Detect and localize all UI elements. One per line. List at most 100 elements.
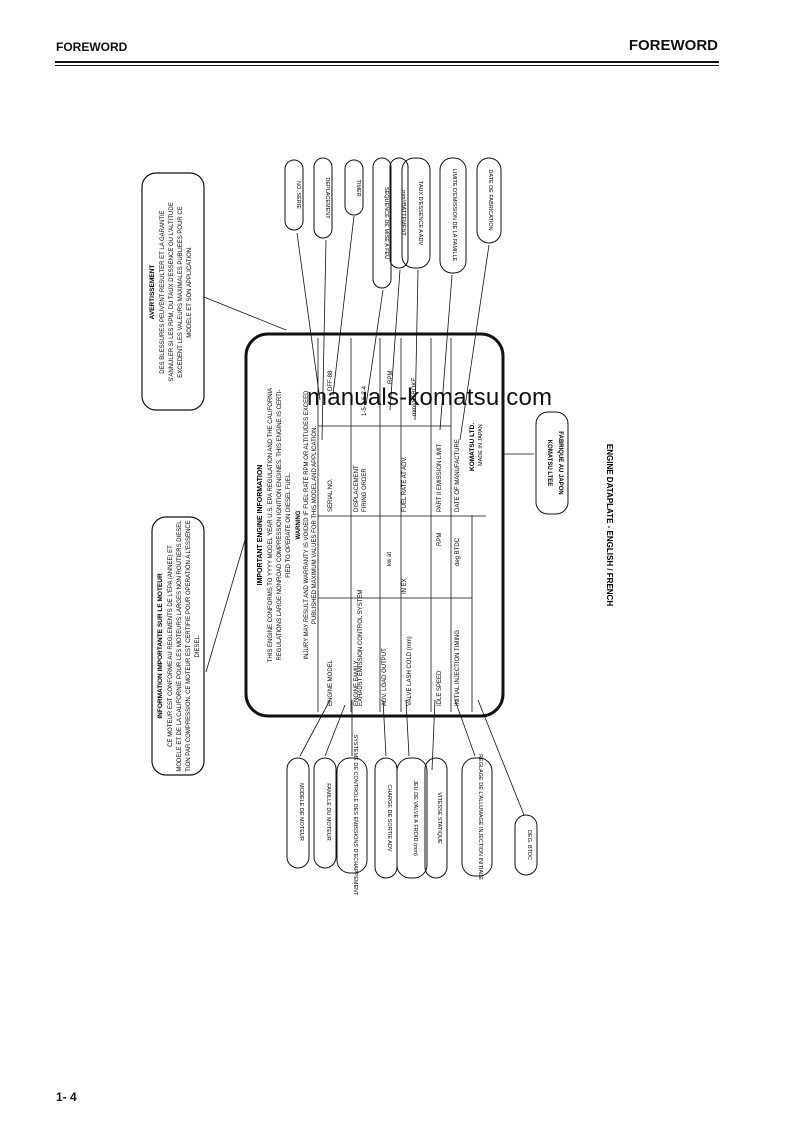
french-info-box <box>151 516 205 776</box>
callout-box-serial <box>284 159 304 231</box>
callout-box-date <box>476 157 502 244</box>
french-info-line-1: CE MOTEUR EST CONFORME AU REGLEMENTS DE … <box>168 545 174 747</box>
row-field-emission-limit: PART II EMISSION LIMIT <box>437 443 443 512</box>
callout-box-deg-btdc <box>514 814 538 876</box>
callout-komatsu-ltee: KOMATSU LTEE <box>546 440 552 486</box>
plate-intro-3: FIED TO OPERATE ON DIESEL FUEL. <box>286 472 292 578</box>
callout-deg-btdc: DEG. BTDC <box>526 830 532 860</box>
leader-line <box>332 215 355 396</box>
row-label-engine-model: ENGINE MODEL <box>328 659 334 706</box>
leader-line <box>454 699 476 757</box>
leader-line <box>477 699 525 816</box>
french-info-line-4: DIESEL. <box>195 634 201 657</box>
callout-emission-limit: LIMITE D'EMISSION DE LA FAMILLE <box>451 169 457 262</box>
leader-line <box>321 239 327 441</box>
leader-line <box>431 699 436 771</box>
callout-box-valve-lash <box>396 757 428 879</box>
callout-displacement: DEPLACEMENT <box>324 177 330 219</box>
leader-line <box>414 269 419 421</box>
row-field-firing-order: FIRING ORDER <box>362 468 368 512</box>
row-mid-idle-rpm: RPM <box>437 533 443 546</box>
row-mid-deg-btdc: deg BTDC <box>455 537 461 566</box>
leader-line <box>203 296 287 331</box>
row-label-engine-family: ENGINE FAMILY <box>354 660 360 706</box>
row-value-firing-order: 1-5-3-6-2-4 <box>362 385 368 416</box>
row-label-injection-timing: INITIAL INJECTION TIMING <box>455 630 461 706</box>
leader-line <box>382 699 387 757</box>
callout-box-emission-system <box>336 757 368 874</box>
plate-warning-title: WARNING <box>296 510 302 539</box>
header-rule <box>55 61 719 63</box>
leader-line <box>389 269 401 411</box>
callout-firing: SEQUENCE DE MISE A FEU <box>383 187 389 259</box>
callout-date: DATE DE FABRICATION <box>487 169 493 230</box>
callout-idle-speed: VITESSE STATIQUE <box>436 792 442 844</box>
french-info-line-2: MODELE ET DE LA CALIFORNIE POUR LES MOTE… <box>177 520 183 772</box>
french-info-title: INFORMATION IMPORTANTE SUR LE MOTEUR <box>157 573 164 719</box>
leader-line <box>405 699 410 757</box>
callout-fuel-rate: TAUX D'ESSENCE A ADV <box>417 181 423 246</box>
french-warning-line-4: MODELE ET SON APPLICATION. <box>187 246 193 338</box>
callout-timer: TIMER <box>355 179 361 196</box>
dataplate-caption: ENGINE DATAPLATE - ENGLISH / FRENCH <box>605 444 614 606</box>
plate-intro-1: THIS ENGINE CONFORMS TO YYYY MODEL YEAR … <box>268 388 274 663</box>
plate-made-in: MADE IN JAPAN <box>478 424 484 466</box>
callout-box-emission-limit <box>439 157 467 274</box>
dataplate-content: IMPORTANT ENGINE INFORMATION THIS ENGINE… <box>257 338 486 712</box>
plate-intro-2: REGULATIONS LARGE NONROAD COMPRESSION IG… <box>277 389 283 660</box>
watermark: manuals-komatsu.com <box>307 384 553 411</box>
callout-stroke: mm³/BATTEMENT <box>400 190 406 236</box>
french-warning-title: AVERTISSEMENT <box>149 265 156 320</box>
row-label-adv-load: ADV. LOAD OUTPUT <box>382 648 388 706</box>
plate-warning-2: PUBLISHED MAXIMUM VALUES FOR THIS MODEL … <box>312 426 318 624</box>
plate-title: IMPORTANT ENGINE INFORMATION <box>257 465 264 586</box>
header-rule-thin <box>55 65 719 66</box>
header-left: FOREWORD <box>56 40 128 54</box>
callout-injection: REGLAGE DE L'ALLUMAGE INJECTION INITIALE <box>477 754 483 880</box>
leader-line <box>296 232 321 401</box>
leader-line <box>299 699 331 757</box>
row-mid-in-ex: IN EX <box>402 578 408 594</box>
french-warning-line-2: S'ANNULER SI LES RPM, DU TAUX D'ESSENCE … <box>169 202 175 381</box>
french-info-line-3: TION PAR COMPRESSION. CE MOTEUR EST CERT… <box>186 520 192 771</box>
callout-engine-model: MODELE DE MOTEUR <box>298 783 304 841</box>
row-label-valve-lash: VALVE LASH COLD (mm) <box>407 636 413 706</box>
callout-valve-lash: JEU DE VALVE A FROID (mm) <box>412 780 418 856</box>
row-value-stroke: mm³/STROKE <box>412 378 418 416</box>
plate-warning-1: INJURY MAY RESULT AND WARRANTY IS VOIDED… <box>304 390 310 660</box>
french-warning-box <box>141 172 205 411</box>
callout-engine-family: FAMILLE DU MOTEUR <box>325 783 331 840</box>
leader-line <box>324 704 346 757</box>
leader-line <box>205 539 246 673</box>
callout-box-injection <box>461 757 493 877</box>
row-field-manufacture-date: DATE OF MANUFACTURE <box>455 439 461 512</box>
row-mid-kw: kw at <box>387 552 393 566</box>
header-right: FOREWORD <box>628 37 718 54</box>
row-value-serial: DFF-88 <box>328 370 334 391</box>
callout-box-engine-model <box>286 757 310 869</box>
callout-box-firing <box>372 157 392 289</box>
callout-box-fuel-rate <box>401 157 431 269</box>
callout-box-displacement <box>313 157 333 239</box>
leader-line <box>365 289 384 406</box>
callout-serial: NO. SERIE <box>295 181 301 209</box>
french-warning-line-1: DES BLESSURES PEUVENT RESULTER ET LA GAR… <box>160 210 166 373</box>
callout-box-komatsu-french <box>535 411 569 515</box>
row-value-rpm: RPM <box>388 371 394 384</box>
callout-box-engine-family <box>313 757 337 869</box>
leader-line <box>459 244 490 441</box>
callout-box-timer <box>344 159 364 216</box>
row-field-serial: SERIAL NO. <box>328 478 334 512</box>
callout-box-stroke <box>389 157 409 269</box>
row-label-emission-control: EXHAUST EMISSION CONTROL SYSTEM <box>358 590 364 706</box>
row-label-idle-speed: IDLE SPEED <box>437 670 443 706</box>
callout-adv-load: CHARGE DE SORTIE ADV <box>386 784 392 851</box>
row-field-displacement: DISPLACEMENT <box>354 465 360 512</box>
french-warning-line-3: EXCEDENT LES VALEURS MAXIMALES PUBLIEES … <box>178 206 184 378</box>
callout-emission-system: SYSTEME DE CONTROLE DES EMISSIONS D'ECHA… <box>352 735 358 897</box>
plate-maker: KOMATSU LTD. <box>469 423 476 471</box>
page-number: 1- 4 <box>56 1090 77 1104</box>
callout-fabrique-japon: FABRIQUE AU JAPON <box>557 431 563 494</box>
